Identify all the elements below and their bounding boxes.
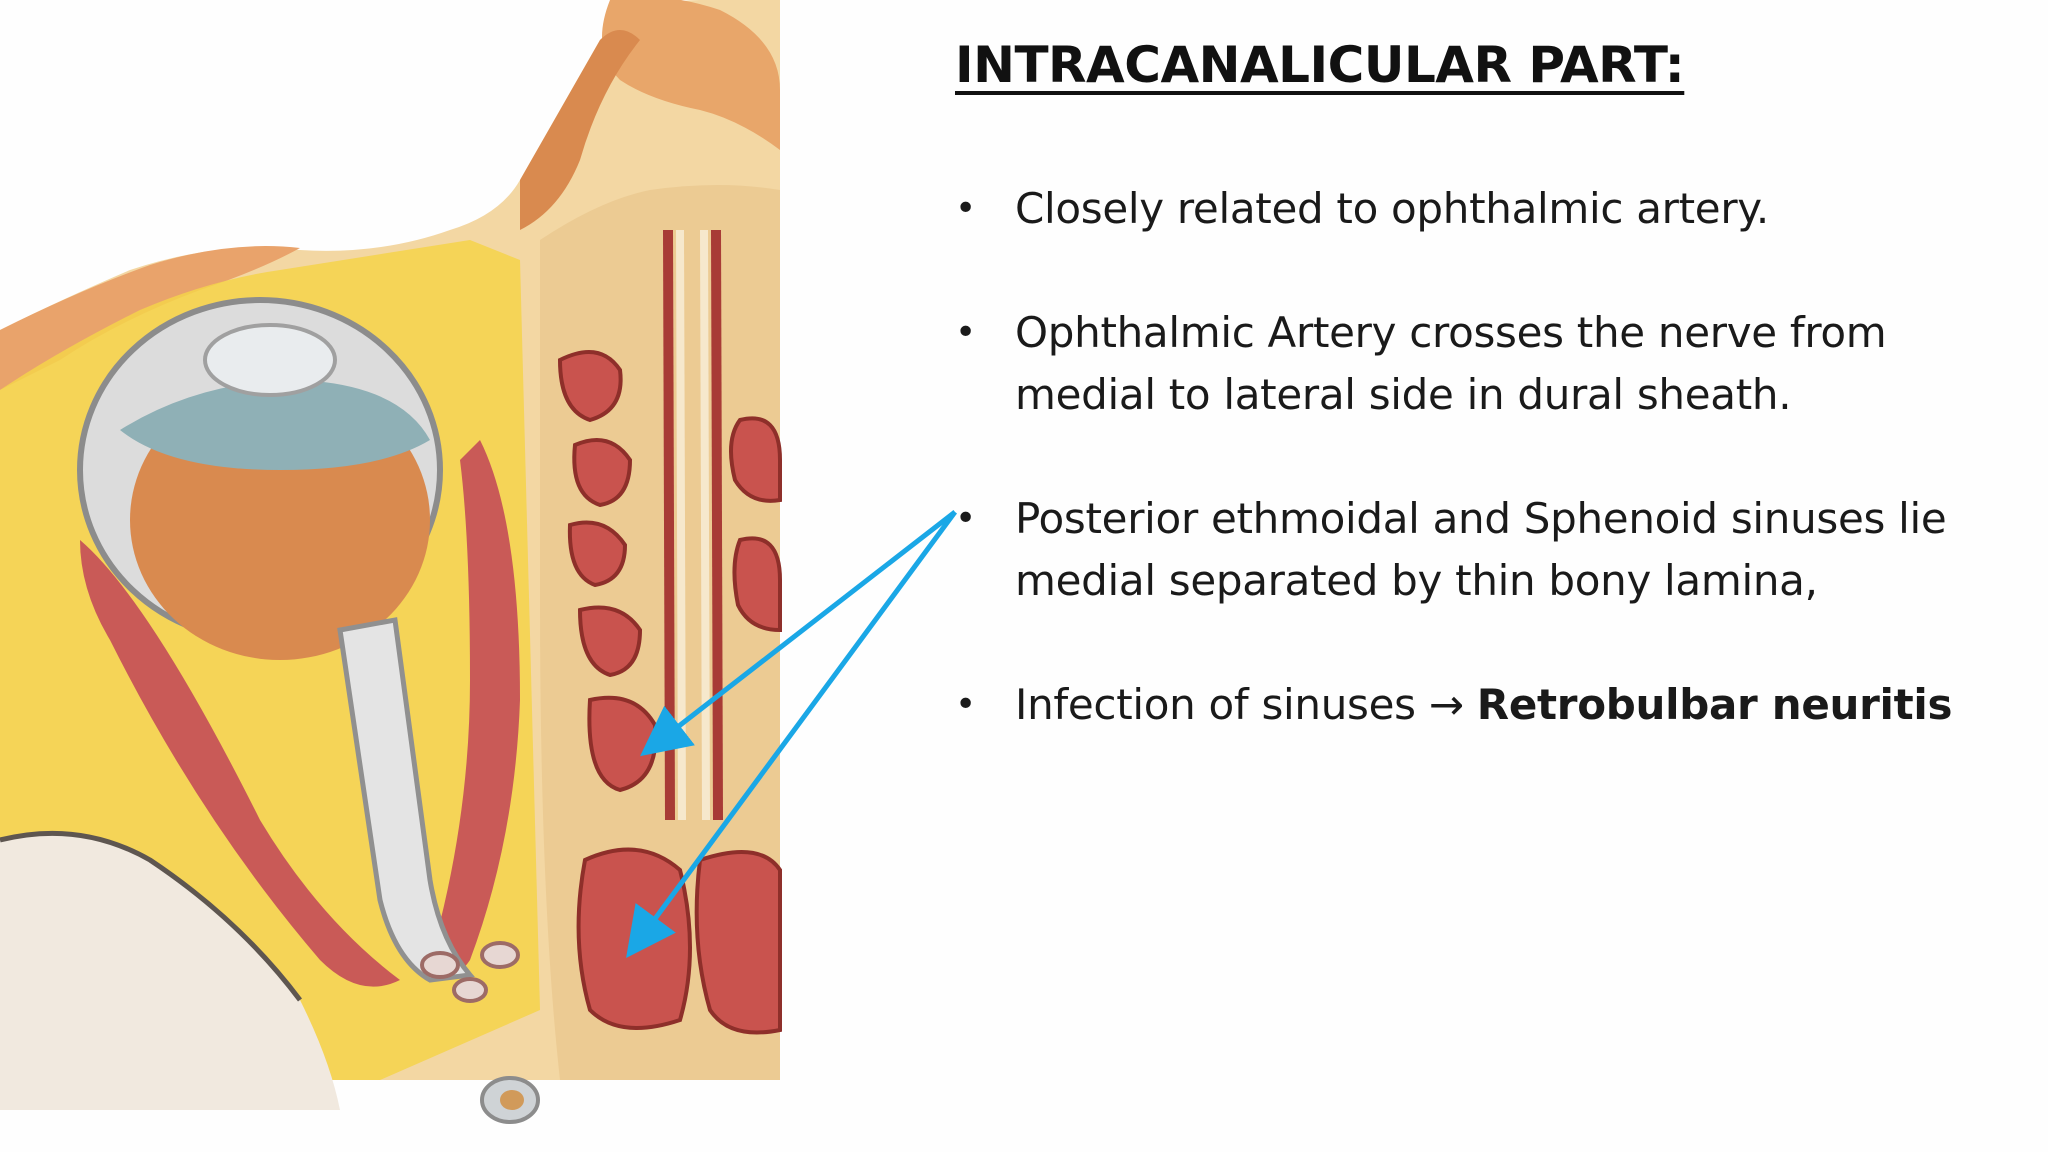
bullet-text: Posterior ethmoidal and Sphenoid sinuses… bbox=[1015, 494, 1947, 605]
bullet-text: Closely related to ophthalmic artery. bbox=[1015, 184, 1769, 233]
bullet-text: Ophthalmic Artery crosses the nerve from… bbox=[1015, 308, 1887, 419]
orbit-anatomy-illustration bbox=[0, 0, 782, 1124]
bullet-dot-icon: • bbox=[955, 312, 976, 353]
bullet-item: • Infection of sinuses → Retrobulbar neu… bbox=[955, 674, 2015, 736]
bullet-item: • Ophthalmic Artery crosses the nerve fr… bbox=[955, 302, 2015, 426]
right-arrow-icon: → bbox=[1428, 680, 1477, 729]
bullet-list: • Closely related to ophthalmic artery. … bbox=[955, 178, 2015, 798]
bullet-dot-icon: • bbox=[955, 498, 976, 539]
bullet-item: • Posterior ethmoidal and Sphenoid sinus… bbox=[955, 488, 2015, 612]
bullet-bold-text: Retrobulbar neuritis bbox=[1476, 680, 1953, 729]
bullet-text: Infection of sinuses bbox=[1015, 680, 1416, 729]
bullet-dot-icon: • bbox=[955, 188, 976, 229]
slide-title: INTRACANALICULAR PART: bbox=[955, 36, 1685, 94]
bullet-item: • Closely related to ophthalmic artery. bbox=[955, 178, 2015, 240]
bullet-dot-icon: • bbox=[955, 684, 976, 725]
